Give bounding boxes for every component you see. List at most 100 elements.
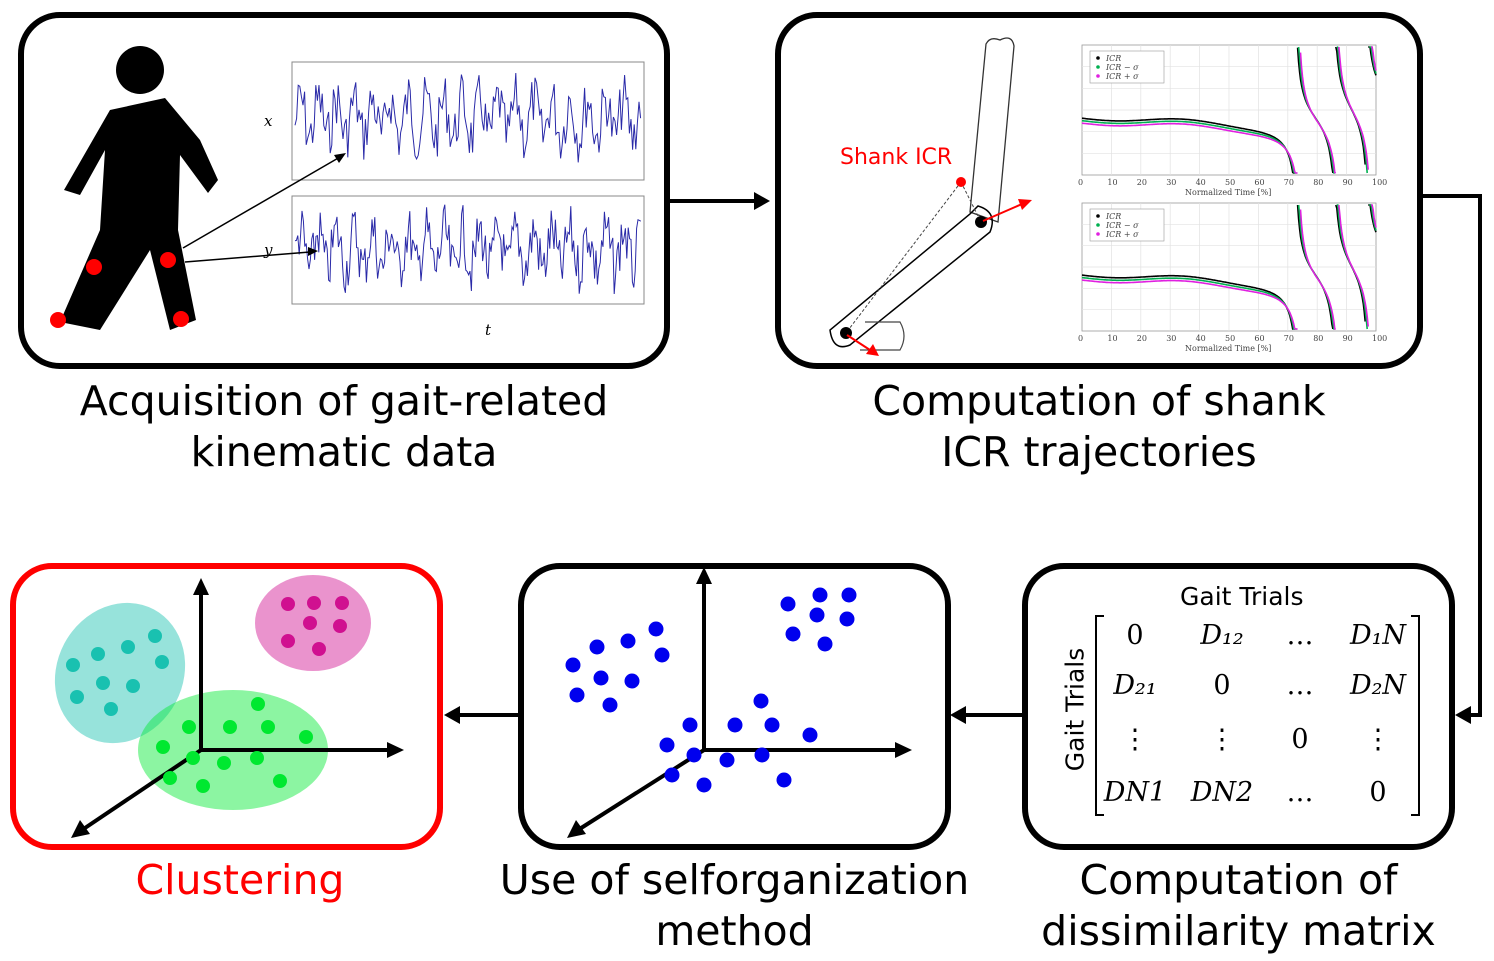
matrix-cell: 0 <box>1126 620 1144 651</box>
legend-label: ICR − σ <box>1105 221 1139 230</box>
data-point <box>841 587 857 603</box>
legend-label: ICR <box>1105 212 1121 221</box>
cluster-point-green <box>196 779 210 793</box>
icr-line <box>960 181 982 223</box>
cluster-point-teal <box>121 640 135 654</box>
data-point <box>812 587 828 603</box>
plot-tick-label: 90 <box>1343 178 1353 187</box>
matrix-cell: ⋮ <box>1208 724 1236 755</box>
plot-tick-label: 50 <box>1225 334 1235 343</box>
plot-tick-label: 100 <box>1372 178 1387 187</box>
cluster-point-teal <box>126 679 140 693</box>
acquisition-caption: Acquisition of gait-related kinematic da… <box>79 377 609 476</box>
arrowhead <box>866 344 879 356</box>
cluster-point-magenta <box>307 596 321 610</box>
matrix-cell: 0 <box>1291 724 1309 755</box>
plot-tick-label: 30 <box>1166 178 1176 187</box>
data-point <box>620 633 636 649</box>
marker-dot <box>160 252 176 268</box>
cluster-point-green <box>223 720 237 734</box>
signal-y-frame <box>291 195 645 305</box>
matrix-caption: Computation of dissimilarity matrix <box>1041 856 1436 955</box>
plot-xlabel: Normalized Time [%] <box>1185 188 1271 197</box>
signal-y-label: y <box>263 241 273 259</box>
cluster-point-magenta <box>303 616 317 630</box>
data-point <box>648 621 664 637</box>
shank-icr-label: Shank ICR <box>840 145 952 170</box>
cluster-point-green <box>186 751 200 765</box>
knee-joint <box>975 216 987 228</box>
data-point <box>589 639 605 655</box>
legend-marker <box>1096 56 1100 60</box>
icr-series-line <box>1081 204 1377 330</box>
foot-segment <box>860 321 905 351</box>
cluster-point-green <box>163 771 177 785</box>
plot-tick-label: 100 <box>1372 334 1387 343</box>
data-point <box>817 636 833 652</box>
matrix-panel <box>1022 563 1455 850</box>
plot-tick-label: 30 <box>1166 334 1176 343</box>
marker-dot <box>86 259 102 275</box>
arrowhead <box>1018 199 1032 210</box>
plot-tick-label: 50 <box>1225 178 1235 187</box>
clustered-points <box>66 596 349 793</box>
knee-to-y-arrow <box>184 251 311 263</box>
plot-tick-label: 60 <box>1254 334 1264 343</box>
marker-dot <box>50 312 66 328</box>
matrix-cell: D₂N <box>1349 670 1407 701</box>
plot-tick-label: 70 <box>1284 178 1294 187</box>
matrix-cell: 0 <box>1369 777 1387 808</box>
cluster-point-green <box>156 740 170 754</box>
matrix-cell: ⋮ <box>1121 724 1149 755</box>
cluster-point-teal <box>104 702 118 716</box>
legend-marker <box>1096 223 1100 227</box>
plot-legend <box>1089 50 1165 84</box>
cluster-point-green <box>251 697 265 711</box>
legend-label: ICR − σ <box>1105 63 1139 72</box>
data-point <box>753 693 769 709</box>
cluster-point-teal <box>91 647 105 661</box>
data-point <box>785 626 801 642</box>
legend-marker <box>1096 232 1100 236</box>
plot-tick-label: 10 <box>1107 178 1117 187</box>
matrix-col-header: Gait Trials <box>1180 582 1304 611</box>
cluster-point-green <box>217 756 231 770</box>
cluster-point-green <box>273 774 287 788</box>
matrix-cell: … <box>1286 620 1314 651</box>
plot-legend <box>1089 208 1165 242</box>
signal-x-frame <box>291 61 645 181</box>
plot-tick-label: 0 <box>1078 178 1083 187</box>
flow-arrow-2-to-3 <box>1423 194 1482 724</box>
cluster-point-teal <box>96 676 110 690</box>
flow-arrow-4-to-5 <box>444 706 518 724</box>
selforg-caption: Use of selforganization method <box>499 856 970 955</box>
flow-arrow-3-to-4 <box>950 706 1022 724</box>
icr-series-line <box>1081 46 1377 174</box>
plot-tick-label: 80 <box>1313 178 1323 187</box>
plot-tick-label: 20 <box>1137 178 1147 187</box>
axes-3d <box>567 567 912 838</box>
plot-tick-label: 20 <box>1137 334 1147 343</box>
data-point <box>569 687 585 703</box>
signal-x-label: x <box>264 112 273 130</box>
data-point <box>696 777 712 793</box>
arrowhead <box>334 153 346 163</box>
plot-tick-label: 0 <box>1078 334 1083 343</box>
plot-tick-label: 60 <box>1254 178 1264 187</box>
marker-dot <box>173 311 189 327</box>
data-point <box>802 727 818 743</box>
cluster-point-magenta <box>335 596 349 610</box>
matrix-cell: ⋮ <box>1364 724 1392 755</box>
shank-segment <box>829 205 993 348</box>
icr-line <box>845 181 962 334</box>
axes-3d <box>71 578 404 838</box>
plot-tick-label: 90 <box>1343 334 1353 343</box>
selforg-panel <box>518 563 951 850</box>
data-point <box>727 717 743 733</box>
cluster-point-magenta <box>281 634 295 648</box>
